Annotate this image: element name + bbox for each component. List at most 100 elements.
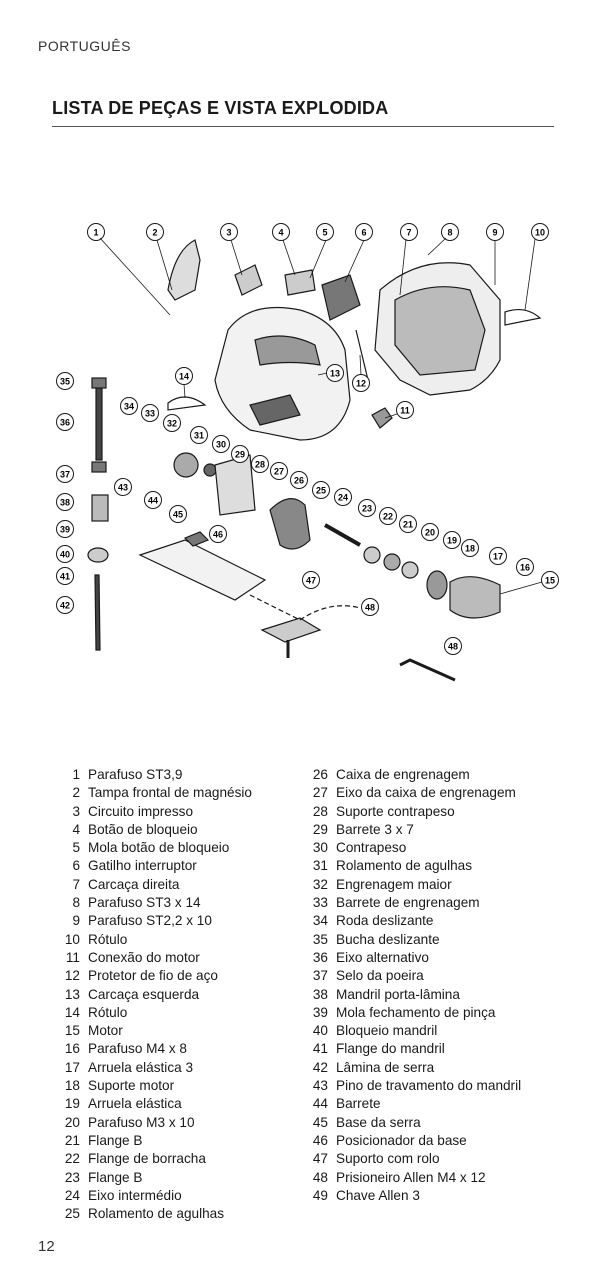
callout-8: 8 [441, 223, 459, 241]
callout-24: 24 [334, 488, 352, 506]
circuit-shape [234, 264, 263, 296]
part-number: 16 [64, 1041, 80, 1057]
part-name: Pino de travamento do mandril [336, 1078, 522, 1094]
motor-bracket-18 [426, 570, 448, 600]
part-number: 19 [64, 1096, 80, 1112]
bushing-35-shape [91, 377, 107, 389]
callout-40: 40 [56, 545, 74, 563]
part-name: Base da serra [336, 1114, 421, 1130]
callout-4: 4 [272, 223, 290, 241]
part-number: 22 [64, 1151, 80, 1167]
svg-text:8: 8 [447, 228, 452, 238]
svg-text:6: 6 [361, 228, 366, 238]
svg-text:36: 36 [60, 418, 70, 428]
callout-15: 15 [541, 571, 559, 589]
callout-41: 41 [56, 567, 74, 585]
svg-text:40: 40 [60, 550, 70, 560]
callout-22: 22 [379, 507, 397, 525]
blade-42-shape [94, 574, 101, 651]
part-number: 33 [312, 895, 328, 911]
part-name: Suporte contrapeso [336, 803, 455, 819]
diagram-parts [87, 239, 542, 682]
callout-10: 10 [531, 223, 549, 241]
svg-text:32: 32 [167, 419, 177, 429]
gear-32-shape [173, 452, 199, 478]
callout-7: 7 [400, 223, 418, 241]
assembly-line-1 [249, 594, 301, 621]
callout-21: 21 [399, 515, 417, 533]
label-14-shape [167, 396, 207, 411]
svg-text:45: 45 [173, 510, 183, 520]
callout-34: 34 [120, 397, 138, 415]
svg-text:3: 3 [226, 228, 231, 238]
part-name: Rótulo [88, 1004, 128, 1020]
roller-support-shape [260, 617, 322, 643]
part-name: Conexão do motor [88, 949, 200, 965]
chuck-38-shape [91, 494, 109, 522]
callout-23: 23 [358, 499, 376, 517]
callout-31: 31 [190, 426, 208, 444]
part-name: Rótulo [88, 931, 128, 947]
svg-text:48: 48 [448, 642, 458, 652]
callout-20: 20 [421, 523, 439, 541]
svg-text:26: 26 [294, 476, 304, 486]
part-number: 45 [312, 1114, 328, 1130]
part-name: Gatilho interruptor [88, 858, 197, 874]
svg-text:11: 11 [400, 406, 410, 416]
svg-text:9: 9 [492, 228, 497, 238]
part-name: Lâmina de serra [336, 1059, 435, 1075]
svg-text:25: 25 [316, 486, 326, 496]
callout-25: 25 [312, 481, 330, 499]
part-name: Chave Allen 3 [336, 1187, 420, 1203]
part-number: 11 [65, 949, 80, 965]
part-number: 8 [72, 895, 80, 911]
svg-text:21: 21 [403, 520, 413, 530]
part-name: Roda deslizante [336, 913, 434, 929]
lock-button-shape [284, 269, 316, 296]
callout-38: 38 [56, 493, 74, 511]
svg-text:18: 18 [465, 544, 475, 554]
callouts: 1 2 3 4 5 6 7 8 9 10 11 12 13 14 15 16 1… [56, 223, 559, 655]
callout-46: 46 [209, 525, 227, 543]
shaft-36-shape [95, 387, 103, 461]
part-number: 49 [312, 1187, 328, 1203]
part-number: 46 [312, 1132, 328, 1148]
callout-9: 9 [486, 223, 504, 241]
part-number: 44 [312, 1096, 328, 1112]
svg-text:37: 37 [60, 470, 70, 480]
part-number: 39 [312, 1004, 328, 1020]
part-name: Selo da poeira [336, 968, 424, 984]
part-name: Motor [88, 1023, 123, 1039]
svg-text:38: 38 [60, 498, 70, 508]
callout-19: 19 [443, 531, 461, 549]
part-number: 27 [312, 785, 328, 801]
part-number: 48 [312, 1169, 328, 1185]
part-name: Engrenagem maior [336, 876, 452, 892]
list-item: 49 Chave Allen 3 [300, 1187, 521, 1205]
callout-37: 37 [56, 465, 74, 483]
front-cover-shape [167, 239, 201, 301]
svg-text:7: 7 [406, 228, 411, 238]
part-number: 43 [312, 1078, 328, 1094]
base-plate-shape [138, 539, 267, 601]
section-title: LISTA DE PEÇAS E VISTA EXPLODIDA [52, 98, 389, 118]
svg-text:39: 39 [60, 525, 70, 535]
callout-48: 48 [361, 598, 379, 616]
